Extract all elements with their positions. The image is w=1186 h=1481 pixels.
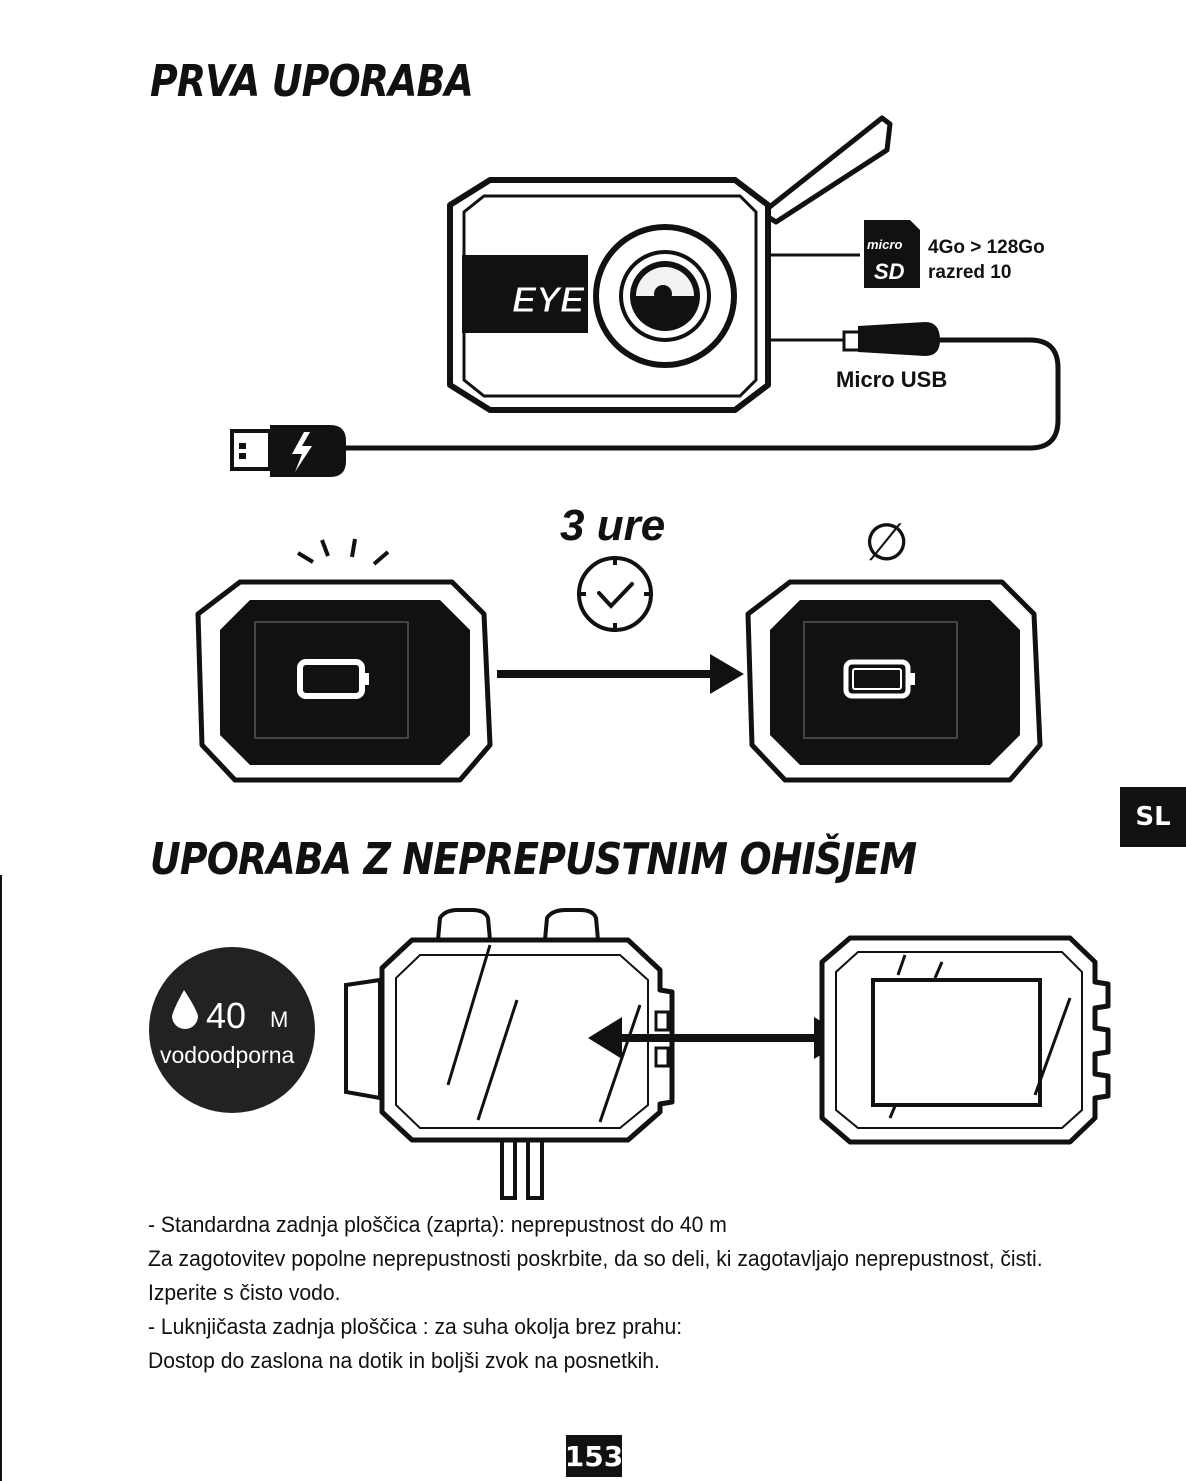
usb-cable [230,322,1061,477]
camera-back-charged [745,579,1043,783]
camera-back-charging [195,579,493,783]
micro-usb-label: Micro USB [836,367,947,392]
sd-class-label: razred 10 [928,262,1011,283]
microsd-logo-bottom: SD [874,259,905,284]
bullet-standard-back: - Standardna zadnja ploščica (zaprta): n… [148,1212,727,1237]
paragraph-touch-access: Dostop do zaslona na dotik in boljši zvo… [148,1348,660,1373]
arrow-right-icon [497,654,744,694]
camera-front-illustration [447,115,893,413]
microsd-logo-top: micro [867,237,902,252]
brand-small-text: FULL HD [518,263,582,280]
instructions-text: - Standardna zadnja ploščica (zaprta): n… [148,1208,1073,1378]
page-number: 153 [565,1435,623,1477]
brand-large-text: EYE [512,279,585,320]
bullet-perforated-back: - Luknjičasta zadnja ploščica : za suha … [148,1314,683,1339]
paragraph-seal-clean: Za zagotovitev popolne neprepustnosti po… [148,1246,1043,1271]
language-tab: SL [1120,787,1186,847]
waterproof-depth-unit: M [270,1007,288,1032]
empty-set-symbol: ∅ [864,513,909,573]
sd-capacity-label: 4Go > 128Go [928,237,1045,258]
charge-duration-label: 3 ure [560,501,665,550]
microsd-logo [864,220,920,288]
waterproof-label: vodoodporna [160,1042,294,1068]
waterproof-depth-value: 40 [206,995,246,1036]
charging-light-rays [296,538,390,566]
paragraph-rinse: Izperite s čisto vodo. [148,1280,341,1305]
page-edge-line [0,875,2,1481]
clock-check-icon [577,556,653,632]
section-title-first-use: PRVA UPORABA [150,56,474,107]
section-title-waterproof-case: UPORABA Z NEPREPUSTNIM OHIŠJEM [150,834,917,885]
waterproof-badge [149,947,315,1113]
waterproof-case-illustration [344,908,675,1200]
case-back-door-illustration [819,935,1111,1145]
